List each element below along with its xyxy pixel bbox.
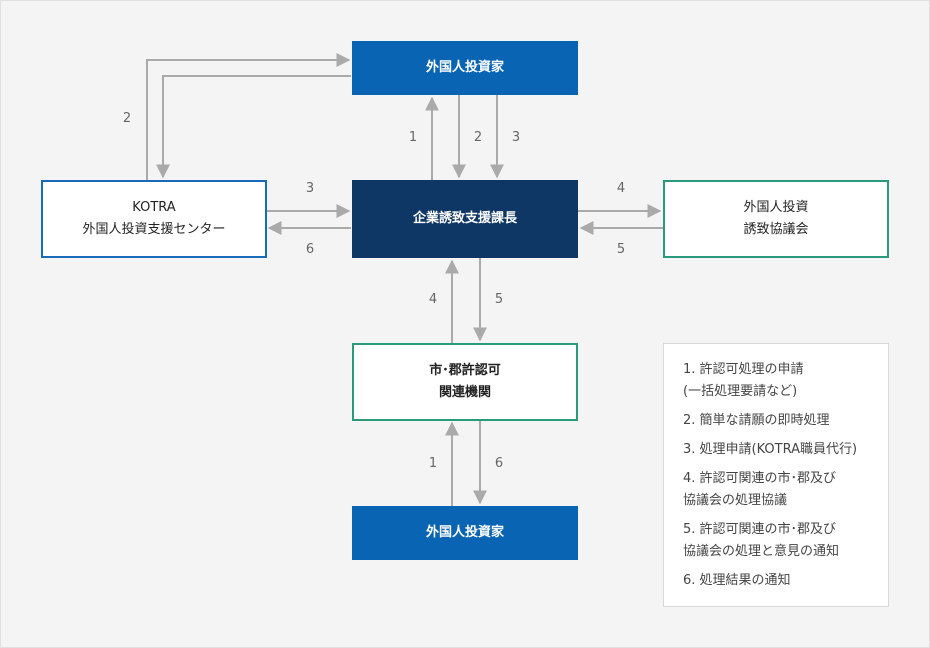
edge-label: 2 bbox=[473, 130, 483, 145]
arrow-investor-to-kotra bbox=[156, 75, 351, 179]
legend-item: 2. 簡単な請願の即時処理 bbox=[683, 410, 878, 432]
kotra-box: KOTRA 外国人投資支援センター bbox=[41, 180, 267, 258]
city-agency-label-line2: 関連機関 bbox=[438, 385, 491, 400]
legend-item: 3. 処理申請(KOTRA職員代行) bbox=[683, 439, 878, 461]
council-box: 外国人投資 誘致協議会 bbox=[663, 180, 889, 258]
edge-label: 2 bbox=[122, 111, 132, 126]
kotra-label-line2: 外国人投資支援センター bbox=[82, 222, 226, 237]
edge-label: 1 bbox=[408, 130, 418, 145]
city-agency-box: 市･郡許認可 関連機関 bbox=[352, 343, 578, 421]
investor-top-label: 外国人投資家 bbox=[425, 60, 504, 75]
legend-item: 4. 許認可関連の市･郡及び 協議会の処理協議 bbox=[683, 468, 878, 512]
edge-label: 6 bbox=[305, 242, 315, 257]
city-agency-label-line1: 市･郡許認可 bbox=[429, 363, 501, 378]
council-label-line1: 外国人投資 bbox=[743, 200, 809, 215]
legend-line: 協議会の処理協議 bbox=[683, 493, 788, 508]
legend-box: 1. 許認可処理の申請 (一括処理要請など) 2. 簡単な請願の即時処理 3. … bbox=[663, 343, 889, 607]
investor-top-box: 外国人投資家 bbox=[352, 41, 578, 95]
kotra-label-line1: KOTRA bbox=[132, 200, 176, 215]
legend-item: 6. 処理結果の通知 bbox=[683, 570, 878, 592]
investor-bottom-label: 外国人投資家 bbox=[425, 525, 504, 540]
legend-line: 4. 許認可関連の市･郡及び bbox=[683, 471, 837, 486]
legend-item: 5. 許認可関連の市･郡及び 協議会の処理と意見の通知 bbox=[683, 519, 878, 563]
legend-line: 3. 処理申請(KOTRA職員代行) bbox=[683, 442, 858, 457]
legend-item: 1. 許認可処理の申請 (一括処理要請など) bbox=[683, 359, 878, 403]
legend-line: 5. 許認可関連の市･郡及び bbox=[683, 522, 837, 537]
arrow-kotra-to-investor bbox=[146, 53, 351, 180]
edge-label: 3 bbox=[305, 181, 315, 196]
edge-label: 4 bbox=[428, 292, 438, 307]
legend-line: 1. 許認可処理の申請 bbox=[683, 362, 804, 377]
edge-label: 5 bbox=[494, 292, 504, 307]
legend-line: 協議会の処理と意見の通知 bbox=[683, 544, 840, 559]
legend-line: (一括処理要請など) bbox=[683, 384, 798, 399]
center-label: 企業誘致支援課長 bbox=[412, 211, 517, 226]
council-label-line2: 誘致協議会 bbox=[743, 222, 809, 237]
edge-label: 4 bbox=[616, 181, 626, 196]
edge-label: 1 bbox=[428, 456, 438, 471]
edge-label: 5 bbox=[616, 242, 626, 257]
investor-bottom-box: 外国人投資家 bbox=[352, 506, 578, 560]
edge-label: 3 bbox=[511, 130, 521, 145]
center-box: 企業誘致支援課長 bbox=[352, 180, 578, 258]
legend-line: 6. 処理結果の通知 bbox=[683, 573, 791, 588]
edge-label: 6 bbox=[494, 456, 504, 471]
legend-line: 2. 簡単な請願の即時処理 bbox=[683, 413, 830, 428]
